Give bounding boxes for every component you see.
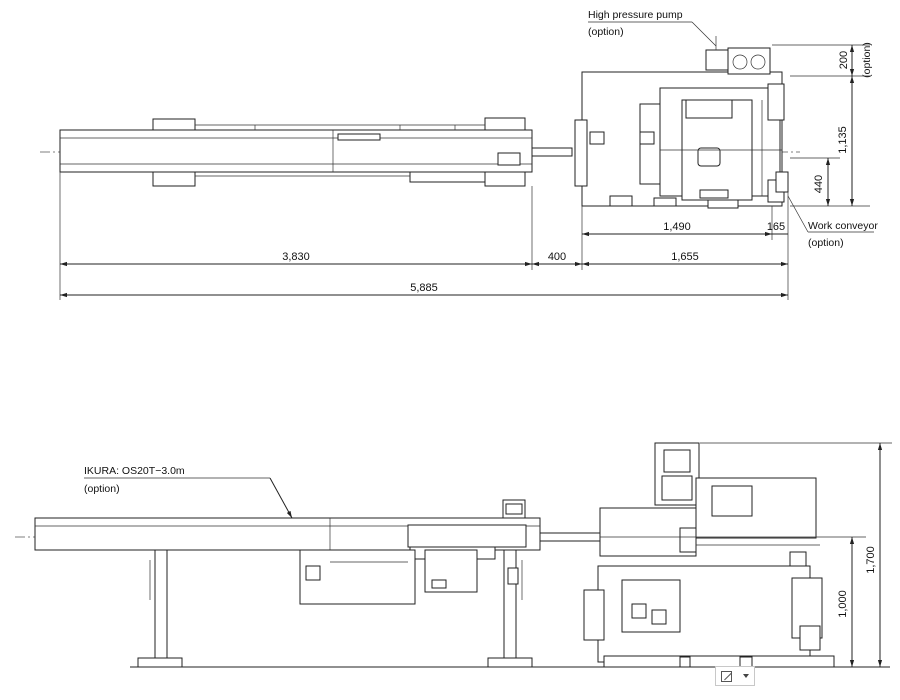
side-view: 1,700 1,000 IKURA: OS20T−3.0m (option)	[15, 442, 892, 668]
dim-3830: 3,830	[282, 251, 310, 263]
bar-feeder-legs	[137, 549, 533, 668]
dim-1135: 1,135	[837, 126, 849, 154]
conveyor-option: (option)	[808, 237, 844, 249]
side-machine-body	[583, 442, 835, 668]
side-bar-feeder	[34, 499, 541, 605]
pump-option: (option)	[588, 26, 624, 38]
pump-option-vertical: (option)	[861, 42, 873, 78]
dim-200: 200	[838, 51, 850, 69]
conveyor-label: Work conveyor	[808, 220, 878, 232]
feeder-leader	[269, 477, 293, 519]
dim-400: 400	[548, 251, 566, 263]
top-view: 1,490 165 3,830 400 1,655 5,885 200 1,13…	[40, 9, 878, 300]
dim-165: 165	[767, 221, 785, 233]
conveyor-leader	[787, 195, 809, 233]
pump-leader	[691, 21, 717, 47]
feeder-label: IKURA: OS20T−3.0m	[84, 465, 185, 477]
top-bar-pipe	[531, 147, 573, 157]
dim-1700: 1,700	[865, 546, 877, 574]
top-work-conveyor	[775, 171, 789, 193]
dim-1000: 1,000	[837, 590, 849, 618]
top-bar-feeder	[59, 117, 533, 187]
image-tool-button[interactable]	[715, 666, 755, 686]
dim-1655: 1,655	[671, 251, 699, 263]
pump-label: High pressure pump	[588, 9, 683, 21]
dim-440: 440	[813, 175, 825, 193]
feeder-option: (option)	[84, 483, 120, 495]
top-high-pressure-pump	[705, 36, 771, 75]
dim-1490: 1,490	[663, 221, 691, 233]
edit-image-icon[interactable]	[721, 670, 733, 682]
side-bar-pipe	[539, 532, 601, 542]
dim-5885: 5,885	[410, 282, 438, 294]
chevron-down-icon[interactable]	[742, 674, 749, 678]
top-machine-body	[574, 71, 785, 209]
